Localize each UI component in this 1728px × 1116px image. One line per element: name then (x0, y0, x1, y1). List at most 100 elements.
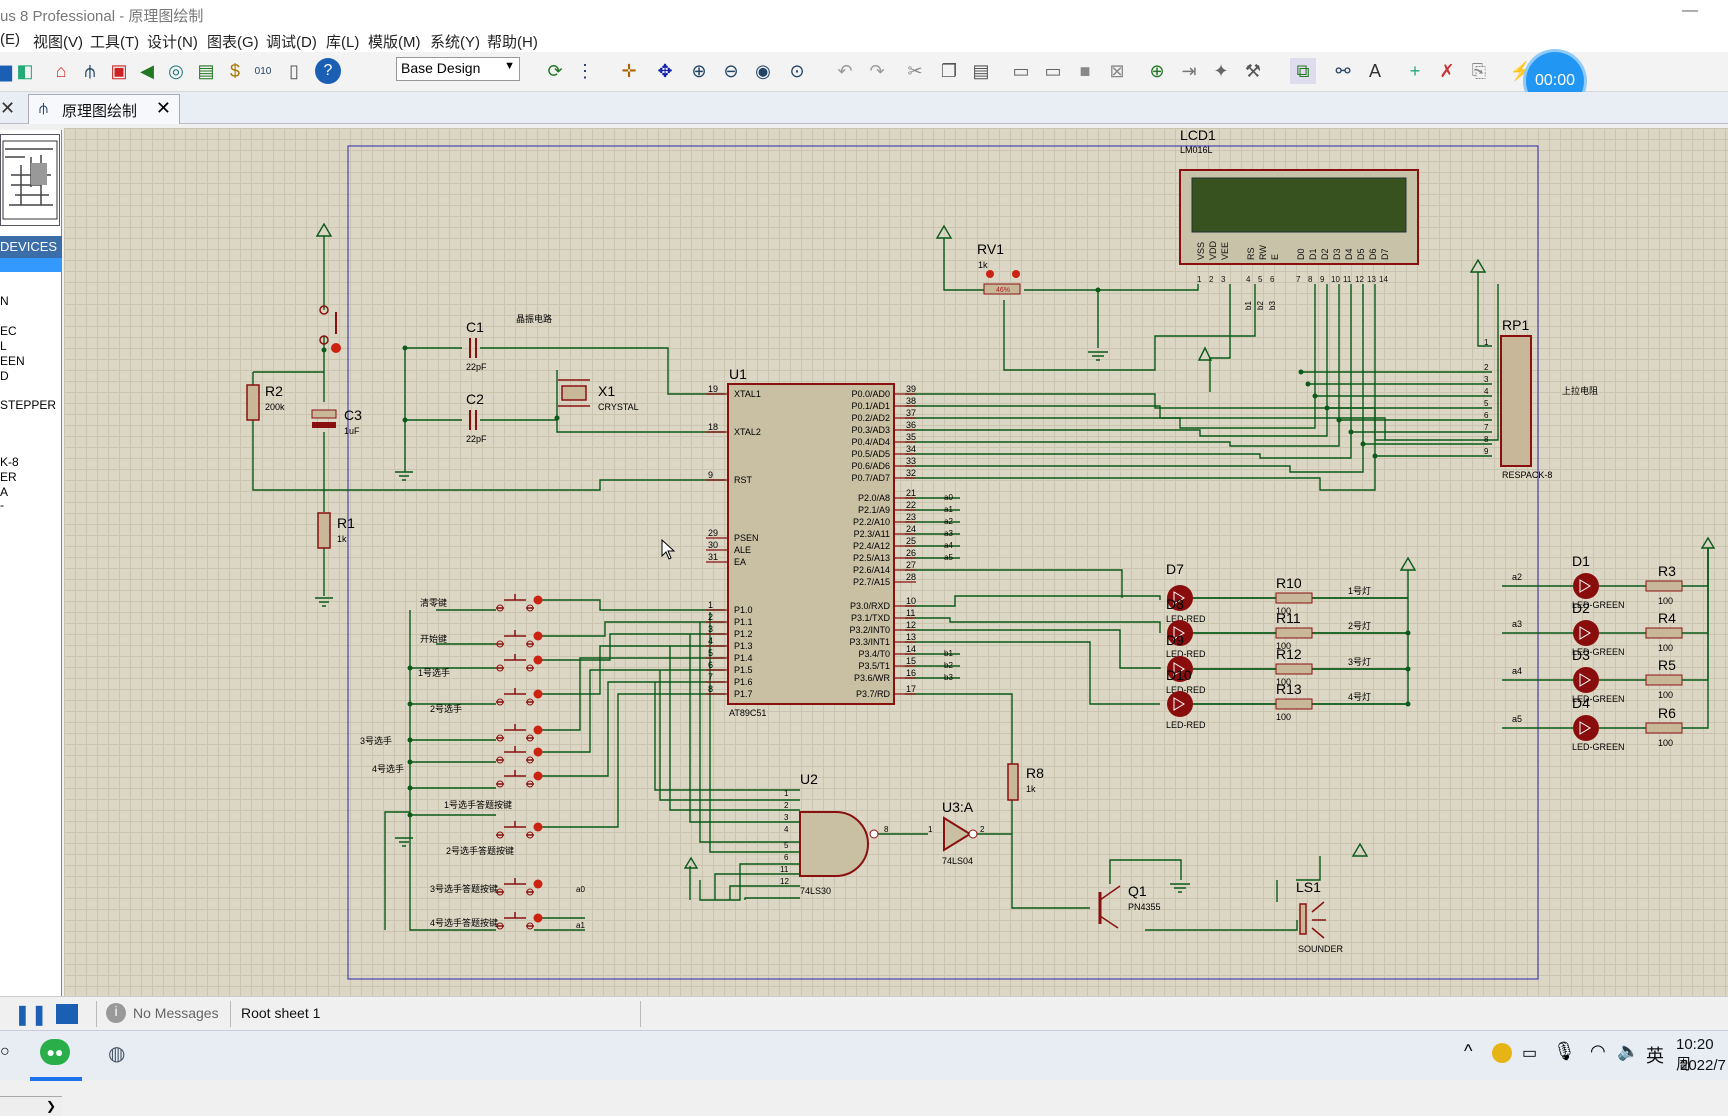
bom-icon[interactable]: $ (229, 60, 240, 81)
block-copy-icon[interactable]: ▭ (1012, 60, 1030, 81)
push-button[interactable] (496, 688, 543, 706)
crystal-x1[interactable]: X1 CRYSTAL (558, 379, 639, 412)
menu-tools[interactable]: 工具(T) (90, 34, 140, 51)
red-led[interactable] (1167, 691, 1193, 717)
zoom-out-icon[interactable]: ⊖ (723, 60, 739, 81)
led-resistor[interactable] (1275, 592, 1313, 604)
pan-icon[interactable]: ✥ (657, 60, 673, 81)
menu-edit[interactable]: (E) (0, 31, 20, 48)
gerber-icon[interactable]: ▤ (197, 60, 215, 81)
capacitor-c3[interactable]: C3 1uF (311, 407, 362, 436)
volume-icon[interactable]: 🔈 (1617, 1041, 1640, 1061)
design-select[interactable]: Base Design▼ (396, 57, 520, 81)
push-button[interactable] (496, 724, 543, 742)
undo-icon[interactable]: ↶ (837, 60, 853, 81)
push-button[interactable] (496, 630, 543, 648)
menu-view[interactable]: 视图(V) (33, 34, 83, 51)
ime-indicator[interactable]: 英 (1646, 1046, 1664, 1066)
block-delete-icon[interactable]: ⊠ (1109, 60, 1125, 81)
cut-icon[interactable]: ✂ (907, 60, 923, 81)
push-button[interactable] (496, 770, 543, 788)
tray-app-icon[interactable] (1492, 1043, 1512, 1063)
home-icon[interactable]: ⌂ (55, 60, 67, 81)
device-item[interactable]: D (0, 369, 9, 383)
device-item[interactable]: STEPPER (0, 398, 57, 412)
3d-view-icon[interactable]: ◎ (168, 60, 184, 81)
origin-icon[interactable]: ✛ (621, 60, 637, 81)
wifi-icon[interactable]: ◠ (1590, 1041, 1606, 1061)
device-item[interactable]: EC (0, 324, 17, 338)
transistor-q1[interactable]: Q1 PN4355 (1098, 883, 1161, 929)
menu-graph[interactable]: 图表(G) (207, 34, 259, 51)
decompose-icon[interactable]: ⚒ (1244, 60, 1262, 81)
menu-system[interactable]: 系统(Y) (430, 34, 480, 51)
capacitor-c2[interactable]: C2 22pF (466, 391, 487, 444)
sounder-ls1[interactable]: LS1 SOUNDER (1296, 879, 1344, 954)
resistor-r1[interactable]: R1 1k (317, 512, 355, 549)
wire-autorouter-icon[interactable]: ⧉ (1290, 58, 1316, 84)
new-sheet-icon[interactable]: + (1409, 60, 1421, 81)
tab-schematic[interactable]: ⫛ 原理图绘制 ✕ (28, 94, 180, 124)
device-item[interactable]: L (0, 339, 7, 353)
grid-icon[interactable]: ⋮ (576, 60, 594, 81)
clock-date[interactable]: 2022/7 (1680, 1057, 1726, 1074)
zoom-all-icon[interactable]: ◉ (755, 60, 771, 81)
netlist-icon[interactable]: 010 (254, 65, 272, 77)
menu-library[interactable]: 库(L) (326, 34, 360, 51)
document-icon[interactable]: ▯ (289, 60, 299, 81)
app-globe-icon[interactable]: ◍ (108, 1043, 126, 1065)
potentiometer-rv1[interactable]: RV1 1k 46% (977, 241, 1021, 295)
schematic-icon[interactable]: ⫛ (84, 60, 96, 81)
resistor-r2[interactable]: R2 200k (246, 383, 285, 421)
make-device-icon[interactable]: ⇥ (1181, 60, 1197, 81)
menu-design[interactable]: 设计(N) (147, 34, 198, 51)
battery-icon[interactable]: ▭ (1522, 1045, 1538, 1062)
taskbar-dot-icon[interactable]: ○ (0, 1043, 10, 1060)
property-assign-icon[interactable]: A (1368, 60, 1381, 81)
inverter-u3a[interactable]: U3:A 74LS04 1 2 (928, 799, 985, 866)
overview-window[interactable] (0, 134, 60, 226)
pause-icon[interactable]: ❚❚ (14, 1004, 48, 1026)
stop-icon[interactable] (56, 1004, 78, 1024)
push-button[interactable] (496, 746, 543, 764)
packaging-icon[interactable]: ✦ (1213, 60, 1229, 81)
chevron-up-icon[interactable]: ^ (1464, 1041, 1473, 1061)
menu-debug[interactable]: 调试(D) (266, 34, 317, 51)
tab-close-icon[interactable]: ✕ (155, 98, 171, 118)
device-item[interactable]: A (0, 485, 9, 499)
redo-icon[interactable]: ↷ (869, 60, 885, 81)
remove-sheet-icon[interactable]: ✗ (1439, 60, 1455, 81)
led-resistor[interactable] (1275, 698, 1313, 710)
zoom-in-icon[interactable]: ⊕ (691, 60, 707, 81)
push-button[interactable] (496, 654, 543, 672)
device-list-scrollbar[interactable]: ❯ (0, 1096, 62, 1116)
trace-icon[interactable]: ◀ (140, 60, 154, 81)
close-icon[interactable]: ✕ (0, 98, 16, 118)
minimize-button[interactable]: — (1682, 2, 1698, 19)
capacitor-c1[interactable]: C1 22pF (466, 319, 487, 372)
device-item[interactable]: ER (0, 470, 17, 484)
device-item[interactable]: EEN (0, 354, 25, 368)
red-led[interactable] (1167, 585, 1193, 611)
exit-parent-icon[interactable]: ⎘ (1471, 60, 1487, 81)
push-button[interactable] (496, 912, 543, 930)
resistor-r8[interactable]: R8 1k (1007, 763, 1044, 801)
nand-gate-u2[interactable]: U2 74LS30 1 2 3 4 5 6 11 12 8 (780, 771, 889, 896)
device-selected-row[interactable] (0, 258, 62, 272)
led-resistor[interactable] (1275, 627, 1313, 639)
wechat-icon[interactable]: ●● (40, 1039, 70, 1065)
clock-time[interactable]: 10:20 周 (1676, 1036, 1714, 1073)
refresh-icon[interactable]: ⟳ (547, 60, 563, 81)
zoom-area-icon[interactable]: ⊙ (789, 60, 805, 81)
import-icon[interactable]: ◧ (16, 60, 34, 81)
paste-icon[interactable]: ▤ (972, 60, 990, 81)
microphone-icon[interactable]: 🎙 (1553, 1041, 1576, 1061)
save-icon[interactable]: ▆ (0, 60, 12, 81)
device-item[interactable]: - (0, 498, 4, 512)
messages-status[interactable]: No Messages (133, 1005, 219, 1021)
push-button[interactable] (496, 821, 543, 839)
lcd-lm016l[interactable]: LCD1 LM016L VSS VDD VEE RS RW E D0 D1 D2… (1179, 128, 1419, 310)
reset-button[interactable] (319, 305, 341, 353)
push-button[interactable] (496, 878, 543, 896)
